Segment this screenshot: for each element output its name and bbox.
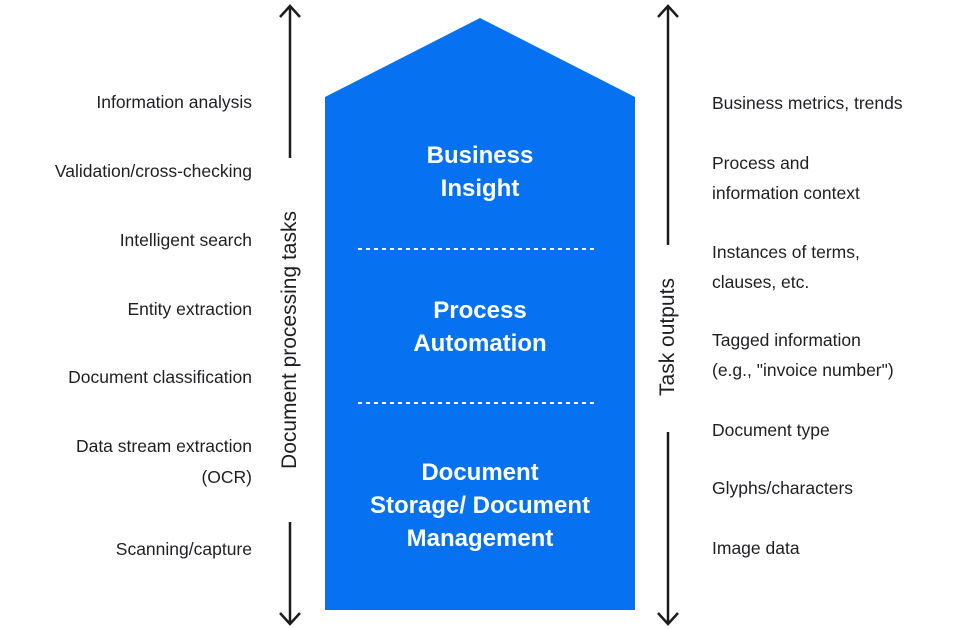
output-label-process-information-context: Process and information context bbox=[712, 153, 860, 203]
task-label-intelligent-search: Intelligent search bbox=[119, 230, 252, 250]
task-label-information-analysis: Information analysis bbox=[96, 92, 252, 112]
dotted-divider-top bbox=[358, 248, 598, 250]
task-label-document-classification: Document classification bbox=[68, 367, 252, 387]
right-axis-label: Task outputs bbox=[656, 278, 679, 396]
output-label-instances-of-terms-clauses: Instances of terms, clauses, etc. bbox=[712, 242, 860, 292]
output-label-document-type: Document type bbox=[712, 420, 830, 440]
dotted-divider-bottom bbox=[358, 402, 598, 404]
up-down-arrow-icon bbox=[657, 4, 679, 626]
up-down-arrow-icon bbox=[279, 4, 301, 626]
pyramid-section-document-storage-management: Document Storage/ Document Management bbox=[369, 459, 591, 552]
output-label-image-data: Image data bbox=[712, 538, 800, 558]
pyramid-arrow-polygon bbox=[325, 18, 635, 610]
task-label-data-stream-extraction-ocr: Data stream extraction (OCR) bbox=[75, 436, 252, 487]
output-label-tagged-information: Tagged information (e.g., "invoice numbe… bbox=[712, 330, 894, 380]
pyramid-section-business-insight: Business Insight bbox=[426, 142, 534, 202]
task-label-validation-cross-checking: Validation/cross-checking bbox=[54, 161, 252, 181]
output-label-business-metrics-trends: Business metrics, trends bbox=[712, 93, 903, 113]
task-label-scanning-capture: Scanning/capture bbox=[115, 539, 252, 559]
pyramid-section-process-automation: Process Automation bbox=[413, 297, 547, 357]
task-label-entity-extraction: Entity extraction bbox=[127, 299, 253, 319]
output-label-glyphs-characters: Glyphs/characters bbox=[712, 478, 854, 498]
